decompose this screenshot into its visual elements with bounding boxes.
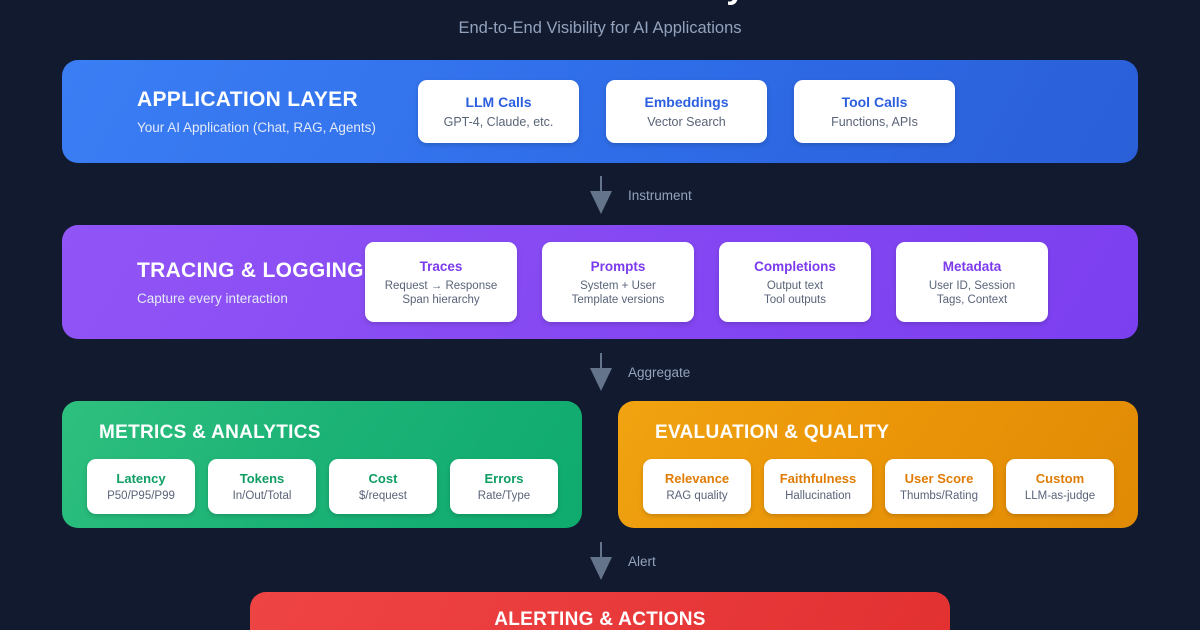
card-title: LLM Calls xyxy=(465,94,532,110)
card-traces[interactable]: Traces Request → Response Span hierarchy xyxy=(365,242,517,322)
card-title: Tokens xyxy=(239,471,285,486)
card-user-score[interactable]: User Score Thumbs/Rating xyxy=(885,459,993,514)
card-subtitle: LLM-as-judge xyxy=(1024,490,1096,502)
evaluation-layer-title: EVALUATION & QUALITY xyxy=(655,422,890,443)
page-title: LLM Observability xyxy=(0,0,1200,8)
card-embeddings[interactable]: Embeddings Vector Search xyxy=(606,80,767,143)
card-subtitle: Thumbs/Rating xyxy=(900,490,978,502)
card-subtitle-line1: Request → Response xyxy=(384,279,498,292)
card-latency[interactable]: Latency P50/P95/P99 xyxy=(87,459,195,514)
card-subtitle: GPT-4, Claude, etc. xyxy=(443,115,554,129)
card-llm-calls[interactable]: LLM Calls GPT-4, Claude, etc. xyxy=(418,80,579,143)
card-title: Faithfulness xyxy=(779,471,857,486)
card-cost[interactable]: Cost $/request xyxy=(329,459,437,514)
tracing-layer-title: TRACING & LOGGING xyxy=(137,258,364,282)
connector-label: Instrument xyxy=(628,187,692,203)
card-subtitle: Hallucination xyxy=(785,490,851,502)
connector-aggregate: Aggregate xyxy=(590,353,690,391)
application-layer-label: APPLICATION LAYER Your AI Application (C… xyxy=(62,88,418,135)
application-layer-band[interactable]: APPLICATION LAYER Your AI Application (C… xyxy=(62,60,1138,163)
card-subtitle-line1: User ID, Session xyxy=(928,279,1016,292)
evaluation-layer-cards: Relevance RAG quality Faithfulness Hallu… xyxy=(618,444,1138,514)
card-subtitle: RAG quality xyxy=(666,490,728,502)
card-title: Completions xyxy=(754,258,836,274)
diagram-header: LLM Observability End-to-End Visibility … xyxy=(0,0,1200,39)
card-title: Latency xyxy=(116,471,166,486)
card-subtitle: Functions, APIs xyxy=(831,115,918,129)
card-metadata[interactable]: Metadata User ID, Session Tags, Context xyxy=(896,242,1048,322)
card-subtitle-line2: Tool outputs xyxy=(763,293,826,306)
tracing-layer-subtitle: Capture every interaction xyxy=(137,290,288,306)
card-title: Relevance xyxy=(664,471,730,486)
card-title: Custom xyxy=(1035,471,1085,486)
card-subtitle: P50/P95/P99 xyxy=(107,490,175,502)
tracing-layer-cards: Traces Request → Response Span hierarchy… xyxy=(365,242,1048,322)
card-title: Embeddings xyxy=(644,94,729,110)
card-errors[interactable]: Errors Rate/Type xyxy=(450,459,558,514)
tracing-layer-label: TRACING & LOGGING Capture every interact… xyxy=(62,259,365,306)
card-title: Errors xyxy=(484,471,524,486)
card-tokens[interactable]: Tokens In/Out/Total xyxy=(208,459,316,514)
tracing-layer-band[interactable]: TRACING & LOGGING Capture every interact… xyxy=(62,225,1138,339)
card-subtitle: $/request xyxy=(359,490,407,502)
connector-alert: Alert xyxy=(590,542,656,580)
alerting-layer-panel[interactable]: ALERTING & ACTIONS xyxy=(250,592,950,630)
card-tool-calls[interactable]: Tool Calls Functions, APIs xyxy=(794,80,955,143)
page-subtitle: End-to-End Visibility for AI Application… xyxy=(458,19,742,37)
card-subtitle-line1: System + User xyxy=(580,279,656,292)
card-title: Traces xyxy=(419,258,463,274)
card-title: User Score xyxy=(904,471,974,486)
card-title: Cost xyxy=(368,471,398,486)
alerting-layer-title: ALERTING & ACTIONS xyxy=(494,609,706,630)
connector-label: Aggregate xyxy=(628,364,691,380)
card-subtitle-line2: Tags, Context xyxy=(936,293,1008,306)
card-relevance[interactable]: Relevance RAG quality xyxy=(643,459,751,514)
connector-instrument: Instrument xyxy=(590,176,692,214)
application-layer-subtitle: Your AI Application (Chat, RAG, Agents) xyxy=(137,120,376,135)
card-subtitle-line2: Template versions xyxy=(571,293,665,306)
card-faithfulness[interactable]: Faithfulness Hallucination xyxy=(764,459,872,514)
arrow-down-icon xyxy=(590,542,612,580)
card-title: Prompts xyxy=(590,258,646,274)
evaluation-layer-panel[interactable]: EVALUATION & QUALITY Relevance RAG quali… xyxy=(618,401,1138,528)
application-layer-cards: LLM Calls GPT-4, Claude, etc. Embeddings… xyxy=(418,80,955,143)
card-subtitle: In/Out/Total xyxy=(232,490,292,502)
connector-label: Alert xyxy=(628,553,656,569)
card-subtitle-line2: Span hierarchy xyxy=(402,293,480,306)
card-subtitle-line1: Output text xyxy=(766,279,824,292)
card-prompts[interactable]: Prompts System + User Template versions xyxy=(542,242,694,322)
card-completions[interactable]: Completions Output text Tool outputs xyxy=(719,242,871,322)
application-layer-title: APPLICATION LAYER xyxy=(137,88,358,111)
arrow-down-icon xyxy=(590,353,612,391)
card-title: Tool Calls xyxy=(841,94,908,110)
card-subtitle: Rate/Type xyxy=(477,490,531,502)
card-custom[interactable]: Custom LLM-as-judge xyxy=(1006,459,1114,514)
arrow-down-icon xyxy=(590,176,612,214)
metrics-layer-panel[interactable]: METRICS & ANALYTICS Latency P50/P95/P99 … xyxy=(62,401,582,528)
metrics-layer-title: METRICS & ANALYTICS xyxy=(99,422,321,443)
card-title: Metadata xyxy=(942,258,1002,274)
card-subtitle: Vector Search xyxy=(647,115,726,129)
metrics-layer-cards: Latency P50/P95/P99 Tokens In/Out/Total … xyxy=(62,444,582,514)
